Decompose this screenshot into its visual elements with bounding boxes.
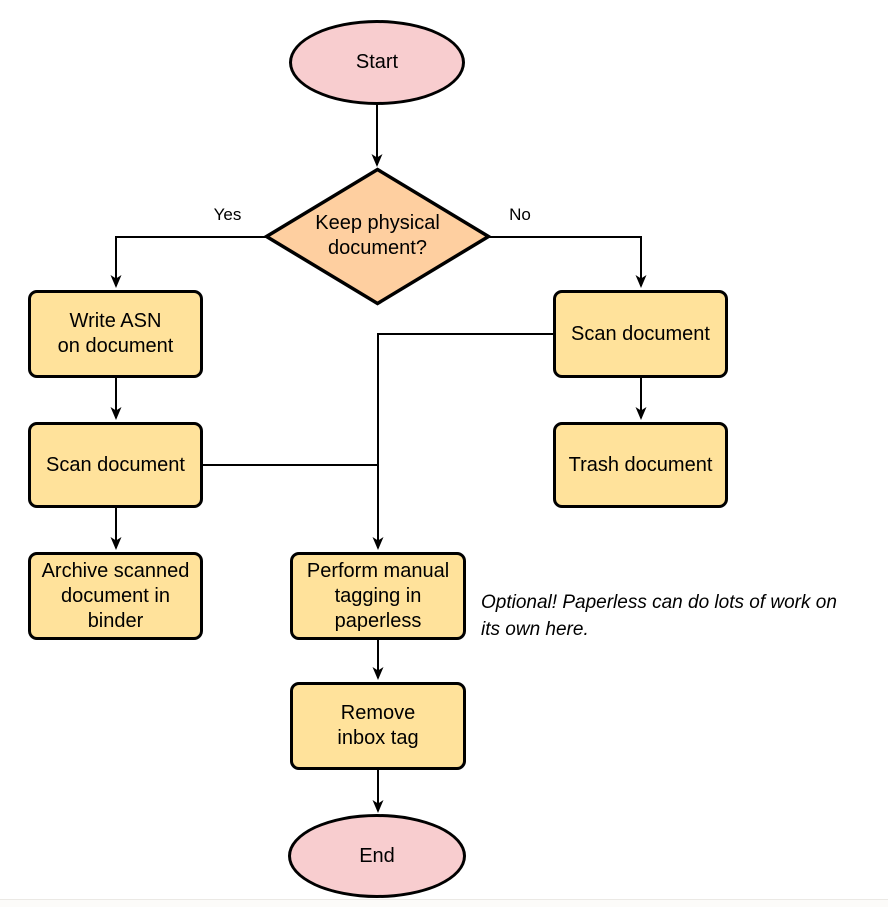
node-perform-manual-tagging: Perform manual tagging in paperless <box>290 552 466 640</box>
page-bottom-divider <box>0 899 888 907</box>
edge-scan-right-to-tagging <box>372 333 553 550</box>
decision-diamond-shape <box>263 167 492 306</box>
node-keep-physical-document-label: Keep physical document? <box>315 212 440 259</box>
node-trash-document: Trash document <box>553 422 728 508</box>
node-write-asn-on-document: Write ASN on document <box>28 290 203 378</box>
node-scan-document-left: Scan document <box>28 422 203 508</box>
node-start: Start <box>289 20 465 105</box>
node-end: End <box>288 814 466 898</box>
node-archive-scanned-document: Archive scanned document in binder <box>28 552 203 640</box>
edge-label-yes: Yes <box>213 205 242 224</box>
edge-label-no: No <box>509 205 531 224</box>
annotation-optional-paperless: Optional! Paperless can do lots of work … <box>481 592 837 640</box>
edge-decision-no-to-scan-right <box>489 236 647 288</box>
node-remove-inbox-tag: Remove inbox tag <box>290 682 466 770</box>
node-scan-document-right: Scan document <box>553 290 728 378</box>
edge-decision-yes-to-write-asn <box>110 236 266 288</box>
